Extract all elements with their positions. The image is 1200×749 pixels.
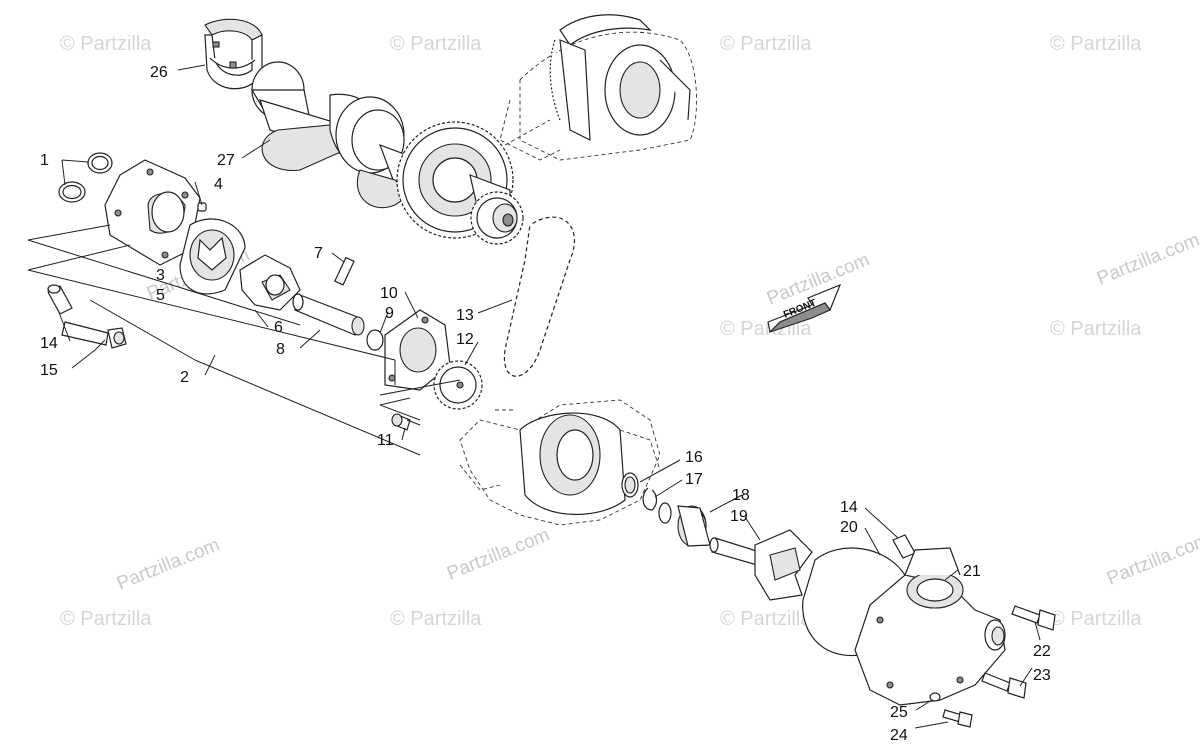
callout-10: 10 [380,285,398,302]
water-pump-cover [854,547,1006,706]
circlip-17 [642,487,658,511]
callout-26: 26 [150,64,168,81]
drain-bolt [929,692,973,728]
engine-case-ghost-lower [459,399,661,526]
bearing-shells [204,18,263,90]
callout-14-left: 14 [40,335,58,352]
oil-pump-housing [104,159,201,266]
drive-chain [502,215,577,379]
dowel-and-bolt-left [47,284,127,349]
callout-labels: 1 2 3 4 5 6 7 8 9 10 11 12 13 14 15 16 1… [40,64,1051,744]
bolt-23 [981,672,1027,699]
o-rings [58,152,113,203]
callout-19: 19 [730,508,748,525]
callout-21: 21 [963,563,981,580]
callout-17: 17 [685,471,703,488]
callout-3: 3 [156,267,165,284]
watermark: © Partzilla [1050,608,1142,630]
callout-1: 1 [40,152,49,169]
balancer-shaft [250,61,431,209]
shaft-sprocket [470,191,524,245]
callout-7: 7 [314,245,323,262]
watermark: © Partzilla [1050,33,1142,55]
inner-rotor [239,254,301,311]
callout-4: 4 [214,176,223,193]
callout-14-right: 14 [840,499,858,516]
callout-23: 23 [1033,667,1051,684]
dowel-right [892,534,916,559]
callout-9: 9 [385,305,394,322]
leader-lines [57,64,1041,729]
watermark: © Partzilla [390,33,482,55]
watermark: © Partzilla [390,608,482,630]
watermark-rotated: Partzilla.com [1104,529,1200,589]
callout-24: 24 [890,727,908,744]
callout-2: 2 [180,369,189,386]
callout-15: 15 [40,362,58,379]
callout-25: 25 [890,704,908,721]
watermark: © Partzilla [60,608,152,630]
callout-16: 16 [685,449,703,466]
assembly-bracket [27,224,461,456]
watermark-rotated: Partzilla.com [1094,229,1200,289]
dowel-pin [197,202,207,212]
small-o-ring [366,329,384,351]
callout-11: 11 [377,432,394,449]
callout-18: 18 [732,487,750,504]
mechanical-seal [658,502,711,547]
impeller-shaft [709,529,813,601]
pump-sprocket [433,360,483,410]
outer-rotor [179,218,246,295]
watermark-rotated: Partzilla.com [114,534,223,594]
seal-16 [621,472,639,498]
callout-8: 8 [276,341,285,358]
callout-20: 20 [840,519,858,536]
pump-shaft [292,293,365,336]
callout-6: 6 [274,319,283,336]
cover-screw [391,413,421,431]
assembly-line [504,119,551,146]
watermark: © Partzilla [1050,318,1142,340]
watermark: © Partzilla [720,608,812,630]
callout-12: 12 [456,331,474,348]
callout-27: 27 [217,152,235,169]
callout-5: 5 [156,287,165,304]
callout-22: 22 [1033,643,1051,660]
pump-cover [384,309,451,391]
watermark: © Partzilla [720,33,812,55]
engine-case-ghost-upper [499,14,697,161]
watermark: © Partzilla [60,33,152,55]
callout-13: 13 [456,307,474,324]
bolt-22 [1011,605,1056,631]
drive-pin [334,256,355,286]
watermark-rotated: Partzilla.com [444,524,553,584]
